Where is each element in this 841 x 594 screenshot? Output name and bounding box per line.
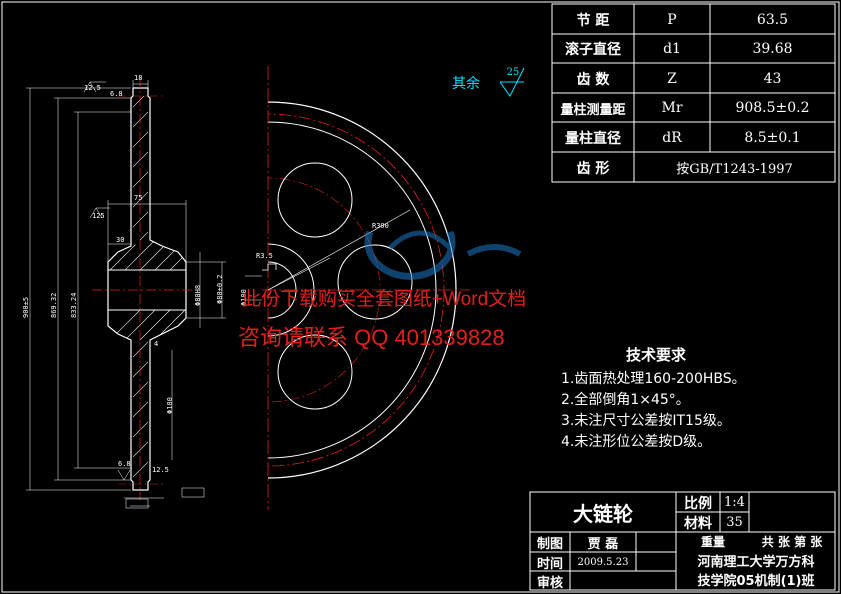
param-value: 43: [763, 70, 782, 87]
dim-hub-tolerance: Φ80±0.2: [216, 274, 224, 304]
dim-12-5-bottom: 12.5: [152, 466, 169, 474]
school-line1: 河南理工大学万方科: [697, 555, 815, 570]
param-symbol: dR: [662, 129, 682, 146]
param-name: 齿 形: [576, 160, 610, 177]
param-value: 63.5: [756, 11, 789, 28]
watermark-line2: 咨询请联系 QQ 401339828: [238, 325, 505, 350]
roughness-symbol: [499, 67, 525, 97]
tech-requirement-item: 4.未注形位公差按D级。: [561, 434, 712, 450]
dim-rim-width: 18: [134, 74, 143, 82]
param-value: 908.5±0.2: [735, 100, 810, 116]
param-name: 节 距: [576, 12, 610, 29]
tech-requirement-item: 2.全部倒角1×45°。: [561, 392, 690, 408]
dim-pcd: R300: [372, 222, 389, 230]
dim-hub-diameter: Φ80H8: [194, 284, 202, 306]
section-view: [26, 78, 226, 509]
tech-requirement-item: 3.未注尺寸公差按IT15级。: [561, 413, 731, 429]
param-value: 8.5±0.1: [744, 129, 801, 146]
dim-125: 125: [92, 212, 105, 220]
school-line2: 技学院05机制(1)班: [697, 574, 815, 589]
tech-requirements-title: 技术要求: [626, 346, 687, 364]
dim-offset: 30: [116, 236, 125, 244]
weight-label: 重量: [700, 534, 725, 549]
front-view: [245, 66, 470, 510]
dim-4: 4: [154, 340, 159, 348]
dim-hub-width: 75: [134, 194, 143, 202]
sheets-label: 共 张 第 张: [761, 534, 823, 549]
param-symbol: d1: [663, 41, 681, 57]
material-label: 材料: [684, 515, 712, 532]
param-symbol: Z: [667, 70, 677, 87]
param-symbol: Mr: [661, 100, 683, 116]
watermark-line1: 此份下载购买全套图纸+Word文档: [242, 289, 527, 310]
lightening-hole: [277, 162, 353, 238]
lightening-hole: [277, 334, 353, 410]
tech-requirement-item: 1.齿面热处理160-200HBS。: [561, 371, 746, 387]
dim-radius-small: R3.5: [256, 252, 273, 260]
dim-pitch-diameter: 869.32: [50, 292, 58, 318]
drawn-label: 制图: [536, 537, 563, 552]
date-label: 时间: [536, 556, 563, 572]
dim-6-8-top: 6.8: [110, 90, 123, 98]
param-name: 滚子直径: [565, 42, 621, 58]
lightening-hole: [337, 244, 413, 320]
part-name: 大链轮: [573, 502, 633, 526]
param-symbol: P: [667, 11, 677, 28]
dim-hole: Φ180: [166, 397, 174, 414]
watermark-logo: [364, 230, 522, 280]
date-value: 2009.5.23: [577, 556, 629, 568]
param-symbol: 按GB/T1243-1997: [676, 162, 793, 177]
title-block-grid: [529, 491, 836, 591]
param-name: 量柱测量距: [560, 102, 626, 118]
check-label: 审核: [536, 575, 563, 591]
dim-root-diameter: 833.24: [70, 292, 78, 318]
drawn-by: 贾 磊: [587, 537, 619, 552]
param-name: 齿 数: [576, 71, 610, 88]
param-table-grid: [551, 3, 836, 183]
dim-outer-diameter: 900±5: [22, 296, 30, 318]
param-name: 量柱直径: [565, 130, 621, 147]
surface-note-roughness: 25: [506, 66, 520, 78]
scale-label: 比例: [684, 495, 712, 512]
param-value: 39.68: [752, 41, 793, 57]
material-value: 35: [726, 515, 743, 530]
surface-note-label: 其余: [452, 76, 480, 92]
dim-6-8-bottom: 6.8: [118, 460, 131, 468]
scale-value: 1:4: [724, 495, 745, 510]
dim-12-5-top: 12.5: [84, 84, 101, 92]
